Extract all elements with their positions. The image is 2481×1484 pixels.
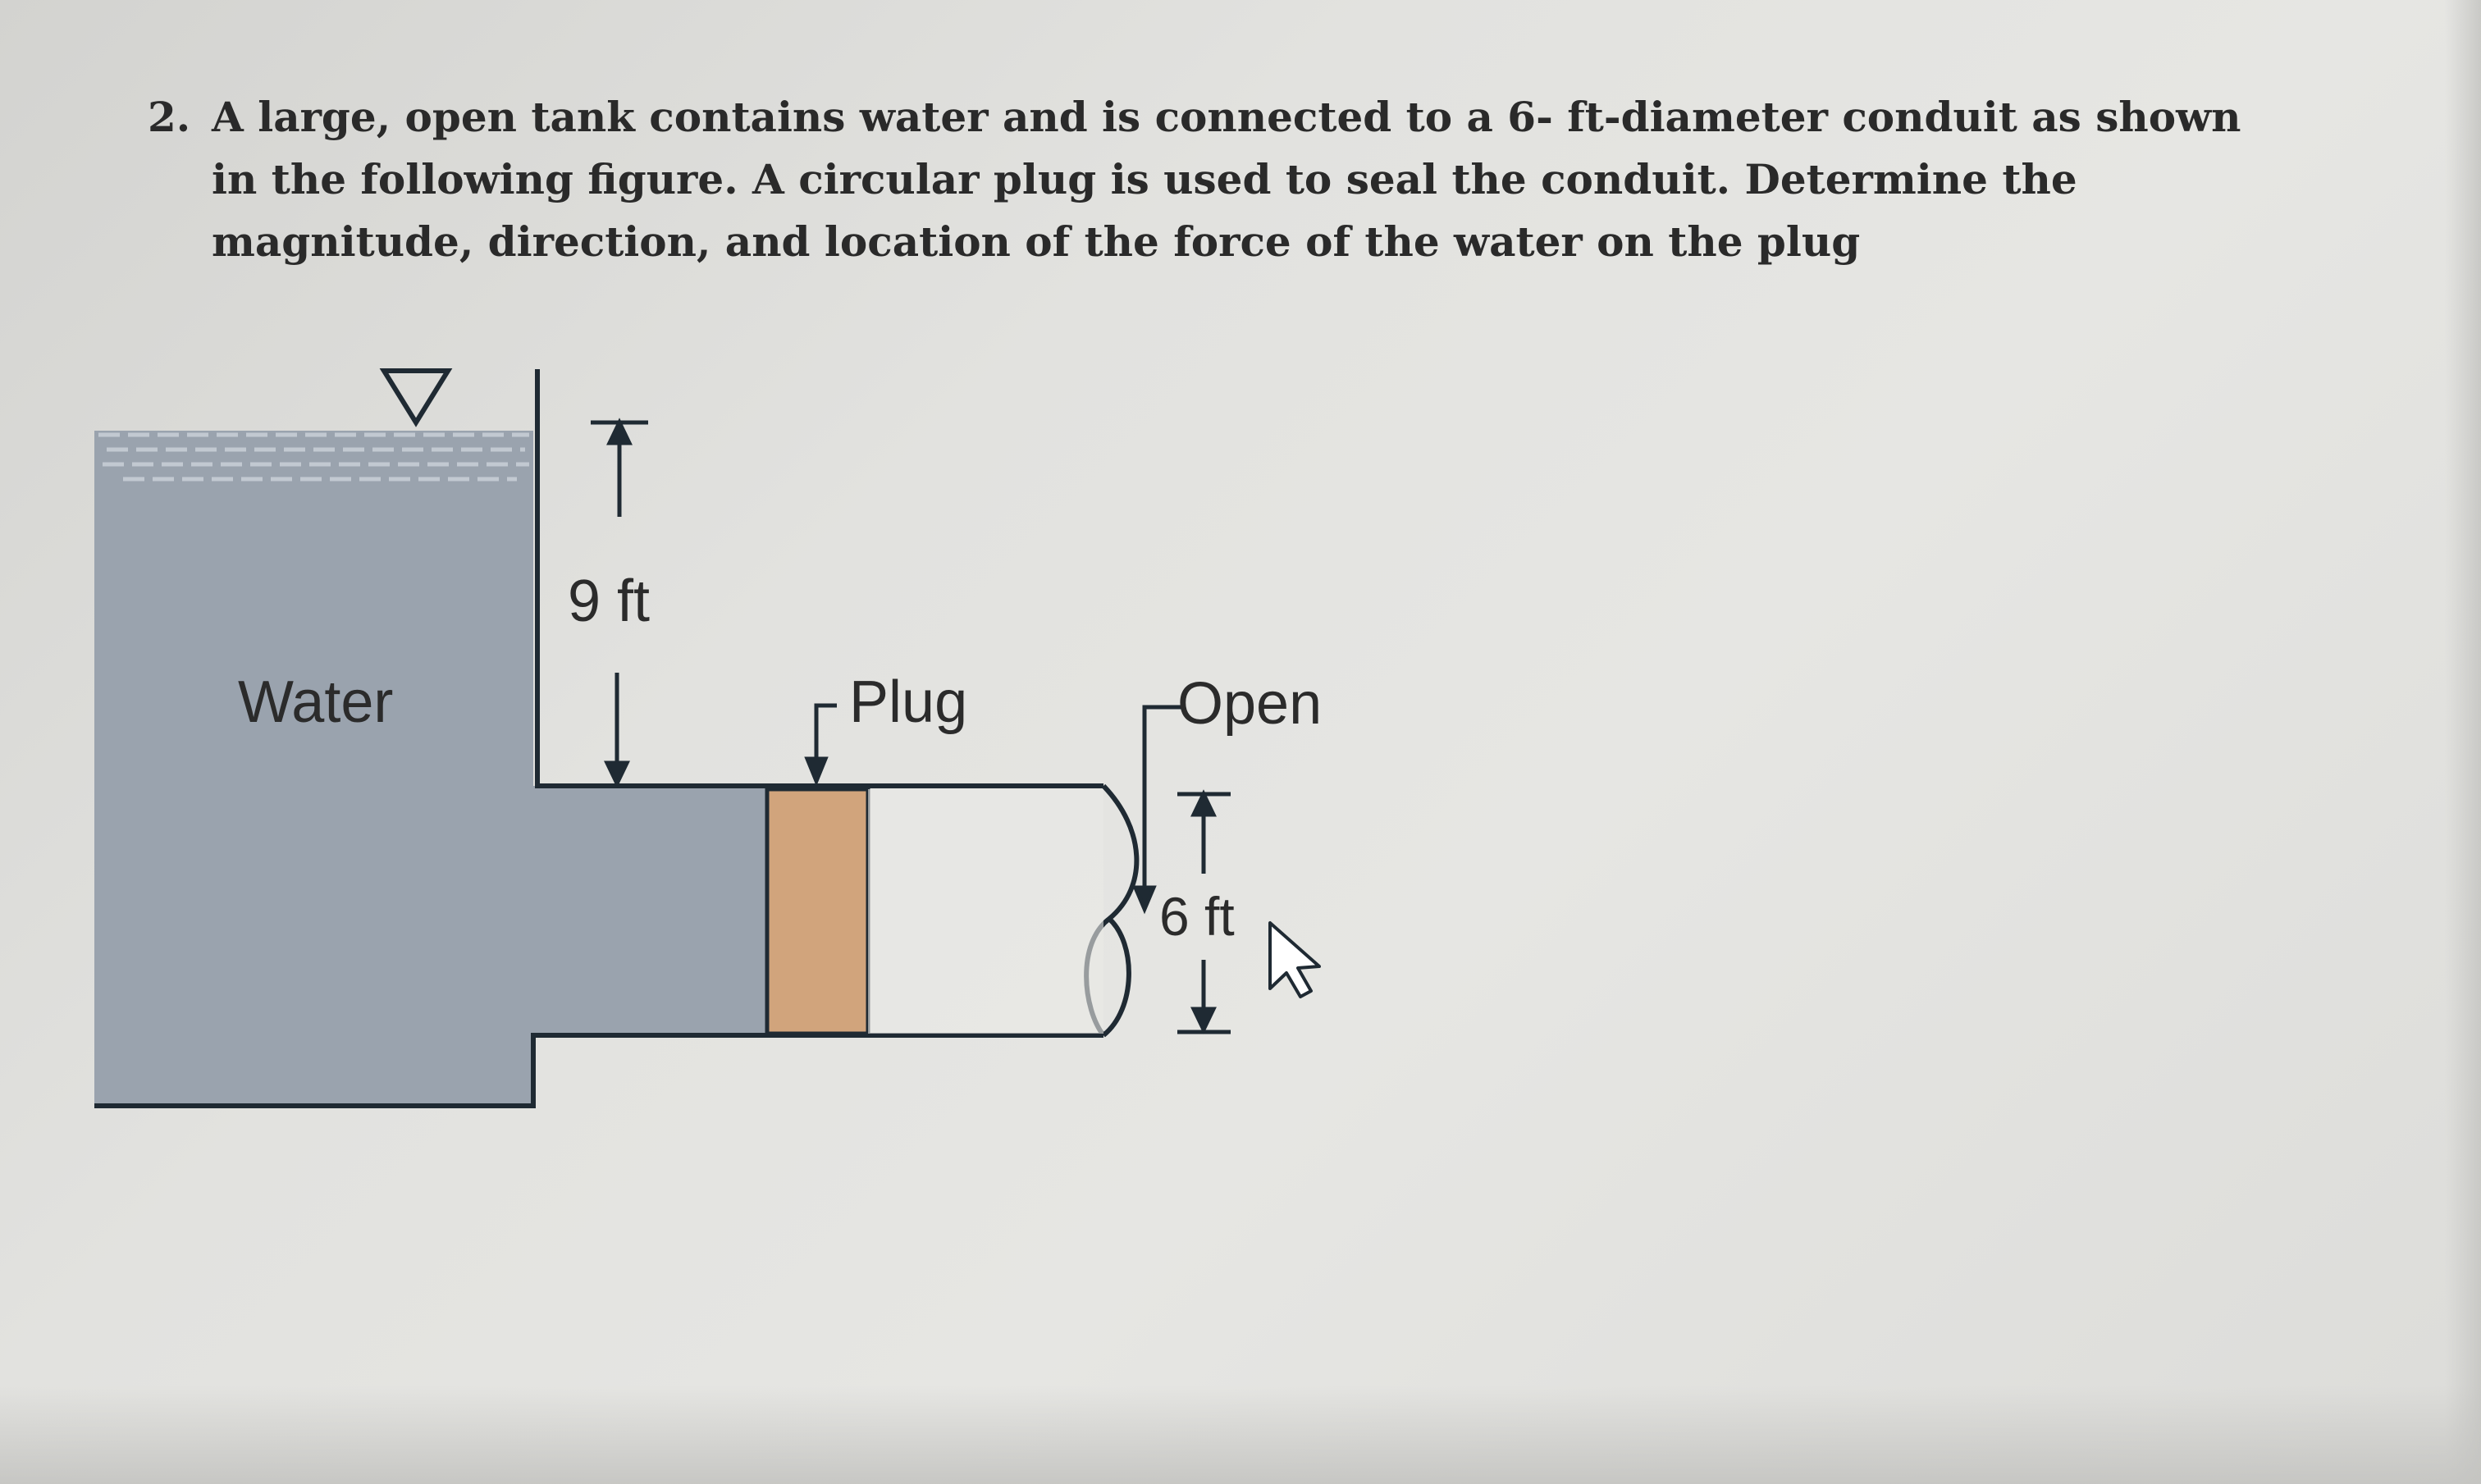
depth-dimension: [591, 418, 648, 788]
tank-outline: [535, 369, 1103, 788]
mouse-cursor-icon: [1268, 921, 1321, 998]
problem-number: 2.: [148, 93, 191, 141]
open-label: Open: [1177, 671, 1322, 737]
diameter-label: 6 ft: [1159, 886, 1235, 947]
water-label: Water: [238, 669, 393, 735]
screen-bottom-shadow: [0, 1386, 2481, 1484]
water-surface-ripples: [98, 432, 529, 482]
plug-leader: [804, 703, 837, 787]
depth-label: 9 ft: [568, 568, 650, 634]
diameter-dimension: [1177, 789, 1231, 1034]
problem-text: A large, open tank contains water and is…: [212, 93, 2241, 266]
water-region: [94, 431, 767, 1106]
problem-statement: 2. A large, open tank contains water and…: [148, 86, 2248, 273]
free-surface-icon: [379, 368, 453, 427]
screen-edge-shadow: [2445, 0, 2481, 1484]
plug-label: Plug: [849, 669, 967, 735]
open-leader: [1132, 705, 1181, 915]
conduit-empty-section: [868, 789, 1103, 1034]
plug: [765, 787, 870, 1036]
